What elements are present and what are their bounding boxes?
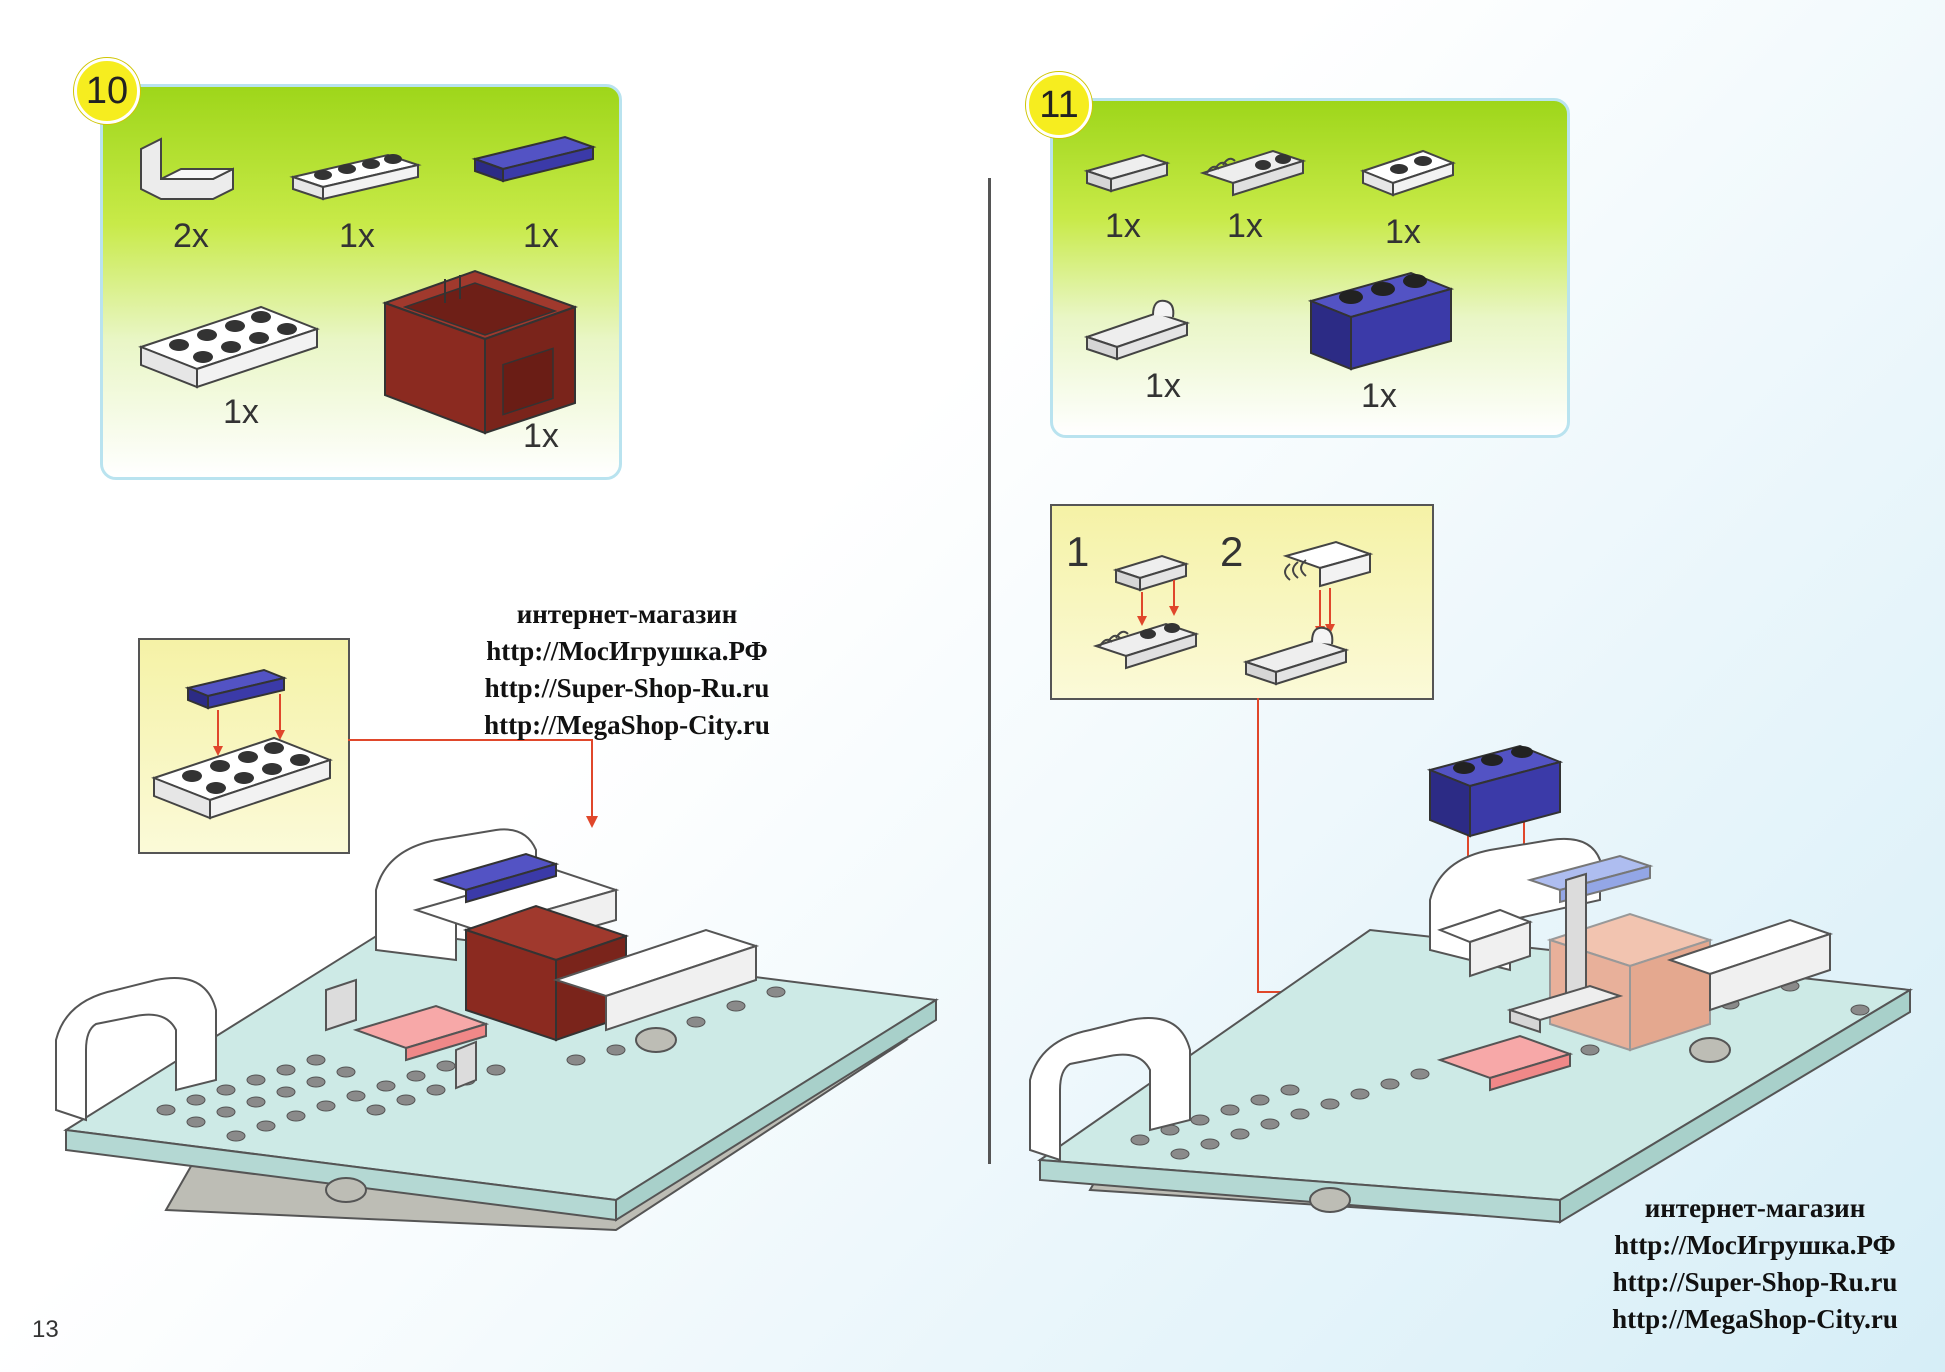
- page-divider: [988, 178, 991, 1164]
- car-model-step11-illustration: [1029, 744, 1914, 1224]
- watermark-text: интернет-магазин http://МосИгрушка.РФ ht…: [1570, 1190, 1940, 1338]
- part-plate-2x4-icon: [138, 305, 320, 389]
- qty-label: 1x: [1361, 377, 1397, 415]
- step10-parts-box: 2x 1x 1x 1x 1x: [100, 84, 622, 480]
- qty-label: 1x: [1385, 213, 1421, 251]
- step11-parts-box: 1x 1x 1x 1x 1x: [1050, 98, 1570, 438]
- step11-subassembly-box: 1 2: [1050, 504, 1434, 700]
- part-bracket-icon: [140, 137, 234, 200]
- qty-label: 2x: [173, 217, 209, 255]
- watermark-line: http://MegaShop-City.ru: [484, 710, 770, 740]
- part-clip-vertical-icon: [1083, 299, 1191, 361]
- step-number-badge: 11: [1026, 72, 1092, 138]
- watermark-line: интернет-магазин: [1644, 1193, 1866, 1223]
- substep1-illustration-icon: [1092, 554, 1200, 670]
- substep2-illustration-icon: [1242, 540, 1374, 686]
- watermark-line: http://Super-Shop-Ru.ru: [1612, 1267, 1898, 1297]
- watermark-line: http://МосИгрушка.РФ: [486, 636, 768, 666]
- qty-label: 1x: [1227, 207, 1263, 245]
- watermark-text: интернет-магазин http://МосИгрушка.РФ ht…: [462, 596, 792, 744]
- qty-label: 1x: [1145, 367, 1181, 405]
- part-plate-1x4-icon: [289, 153, 422, 201]
- part-plate-1x2-icon: [1360, 149, 1456, 197]
- page-number: 13: [32, 1316, 59, 1343]
- watermark-line: http://Super-Shop-Ru.ru: [484, 673, 770, 703]
- watermark-line: http://МосИгрушка.РФ: [1614, 1230, 1896, 1260]
- subassembly-illustration-icon: [151, 668, 333, 820]
- qty-label: 1x: [523, 417, 559, 455]
- part-tile-1x2-icon: [1083, 153, 1171, 193]
- watermark-line: http://MegaShop-City.ru: [1612, 1304, 1898, 1334]
- qty-label: 1x: [339, 217, 375, 255]
- substep-number: 2: [1220, 528, 1244, 575]
- qty-label: 1x: [1105, 207, 1141, 245]
- car-model-step10-illustration: [55, 828, 939, 1232]
- watermark-line: интернет-магазин: [516, 599, 738, 629]
- part-clip-plate-icon: [1199, 149, 1307, 197]
- step10-subassembly-box: [138, 638, 350, 854]
- step-number-badge: 10: [74, 58, 140, 124]
- part-tile-blue-icon: [471, 135, 597, 183]
- qty-label: 1x: [223, 393, 259, 431]
- substep-number: 1: [1066, 528, 1090, 575]
- part-brown-box-icon: [382, 269, 578, 435]
- qty-label: 1x: [523, 217, 559, 255]
- part-brick-blue-icon: [1307, 271, 1455, 371]
